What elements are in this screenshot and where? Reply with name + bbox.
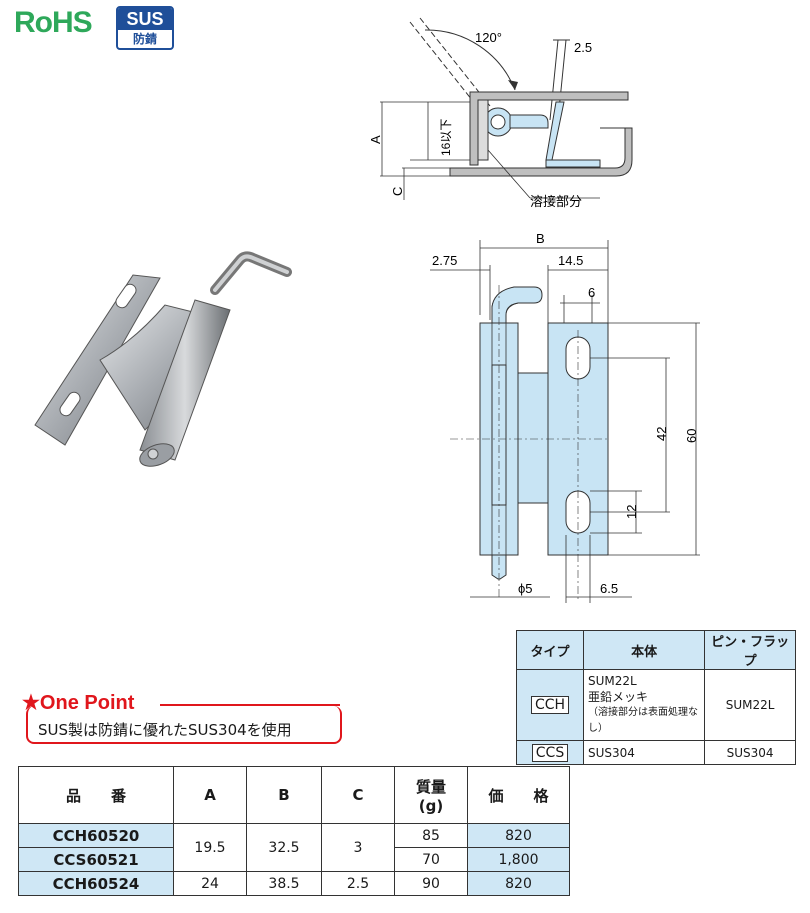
- material-body-line: 亜鉛メッキ: [588, 690, 649, 704]
- value-b: 38.5: [246, 871, 322, 896]
- one-point-rule: [160, 704, 340, 706]
- front-drawing: B 2.75 14.5 6 42 60 12 ϕ5 6.5: [430, 231, 700, 603]
- material-type: CCH: [530, 696, 570, 714]
- dim-6-label: 6: [588, 285, 595, 300]
- dim-16-label: 16以下: [439, 119, 453, 156]
- material-header-body: 本体: [582, 630, 706, 670]
- header-a: A: [173, 766, 247, 824]
- material-table: タイプ 本体 ピン・フラップ CCH SUM22L 亜鉛メッキ （溶接部分は表面…: [516, 630, 796, 765]
- dim-phi5-label: ϕ5: [518, 581, 533, 596]
- material-body-note: （溶接部分は表面処理なし）: [588, 707, 698, 734]
- value-b: 32.5: [246, 823, 322, 872]
- material-body-cell: SUS304: [582, 740, 706, 765]
- header-mass-unit: (g): [418, 796, 444, 815]
- table-row: CCS SUS304 SUS304: [516, 740, 796, 765]
- dim-145-label: 14.5: [558, 253, 583, 268]
- value-price: 820: [467, 871, 570, 896]
- header-code: 品 番: [18, 766, 174, 824]
- material-body-line: SUM22L: [588, 674, 637, 688]
- dim-60-label: 60: [684, 429, 699, 443]
- product-code: CCS60521: [18, 847, 174, 872]
- material-type-cell: CCH: [516, 669, 584, 741]
- material-pin-cell: SUS304: [704, 740, 796, 765]
- one-point-text: SUS製は防錆に優れたSUS304を使用: [38, 721, 292, 739]
- product-photo: [34, 251, 292, 467]
- header-price: 価 格: [467, 766, 570, 824]
- sus-badge: SUS 防錆: [116, 6, 174, 50]
- material-header-type: タイプ: [516, 630, 584, 670]
- one-point-title: ★One Point: [22, 692, 135, 714]
- header-b: B: [246, 766, 322, 824]
- value-mass: 90: [394, 871, 468, 896]
- value-a: 24: [173, 871, 247, 896]
- value-mass: 85: [394, 823, 468, 848]
- dim-42-label: 42: [654, 427, 669, 441]
- value-price: 820: [467, 823, 570, 848]
- value-c: 2.5: [321, 871, 395, 896]
- dim-12-label: 12: [624, 505, 639, 519]
- value-a: 19.5: [173, 823, 247, 872]
- header-mass-label: 質量: [415, 777, 446, 796]
- one-point-box: [26, 706, 342, 744]
- material-type: CCS: [531, 743, 569, 762]
- product-code: CCH60524: [18, 871, 174, 896]
- material-body-cell: SUM22L 亜鉛メッキ （溶接部分は表面処理なし）: [582, 669, 706, 741]
- material-header-pin: ピン・フラップ: [704, 630, 796, 670]
- material-pin-cell: SUM22L: [704, 669, 796, 741]
- dim-65-label: 6.5: [600, 581, 618, 596]
- value-price: 1,800: [467, 847, 570, 872]
- table-row: CCH SUM22L 亜鉛メッキ （溶接部分は表面処理なし） SUM22L: [516, 669, 796, 741]
- section-drawing: 120° 2.5 A 16以下 C 溶接部分: [370, 17, 633, 209]
- dim-b-label: B: [536, 231, 545, 246]
- product-code: CCH60520: [18, 823, 174, 848]
- table-row: CCH60524 24 38.5 2.5 90 820: [18, 871, 570, 896]
- table-row: CCS60521 70 1,800: [18, 847, 570, 872]
- rohs-logo: RoHS: [14, 6, 93, 39]
- material-type-cell: CCS: [516, 740, 584, 765]
- thickness-label: 2.5: [574, 40, 592, 55]
- dim-275-label: 2.75: [432, 253, 457, 268]
- table-row: CCH60520 19.5 32.5 3 85 820: [18, 823, 570, 872]
- header-c: C: [321, 766, 395, 824]
- header-mass: 質量 (g): [394, 766, 468, 824]
- value-mass: 70: [394, 847, 468, 872]
- sus-badge-top: SUS: [118, 8, 172, 30]
- sus-badge-bottom: 防錆: [132, 32, 157, 46]
- weld-label: 溶接部分: [530, 194, 582, 209]
- dim-a-label: A: [370, 135, 383, 144]
- angle-label: 120°: [475, 30, 502, 45]
- dim-c-label: C: [390, 187, 405, 196]
- product-table: 品 番 A B C 質量 (g) 価 格 CCH60520 19.5 32.5 …: [18, 766, 570, 896]
- value-c: 3: [321, 823, 395, 872]
